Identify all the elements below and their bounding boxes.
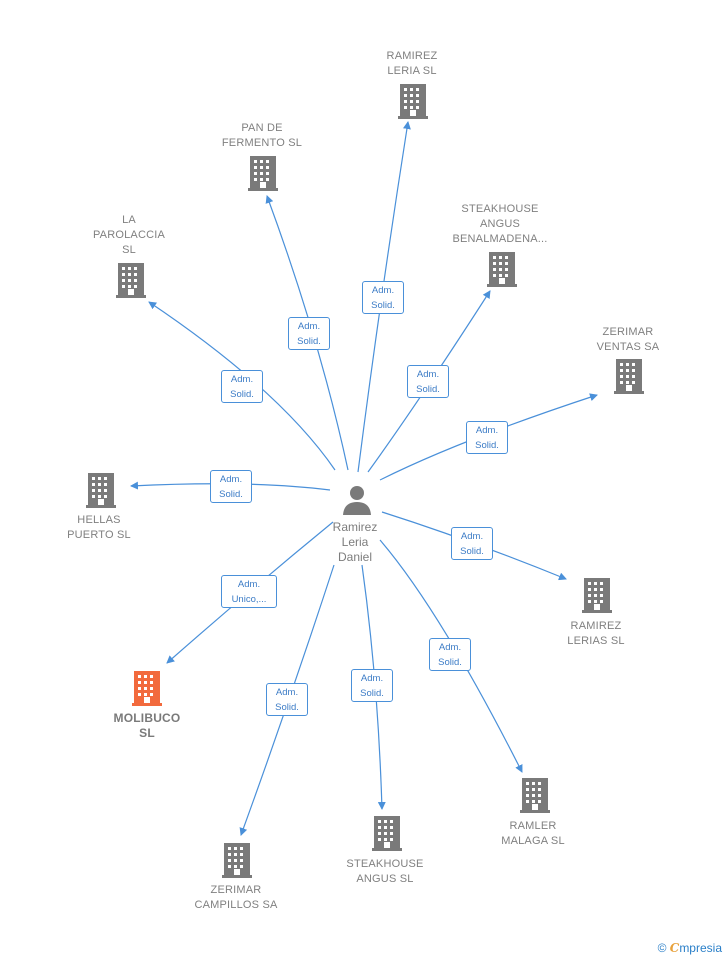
edge-label-zerimar-ventas[interactable]: Adm. Solid. <box>466 421 508 454</box>
building-icon <box>398 84 428 119</box>
person-name: Ramirez Leria Daniel <box>332 520 378 564</box>
copyright-icon: © <box>657 941 667 955</box>
company-node-ramler-malaga[interactable] <box>520 778 550 814</box>
edge-line-ramler-malaga <box>379 539 523 773</box>
company-label-zerimar-ventas[interactable]: ZERIMAR VENTAS SA <box>596 326 660 353</box>
edge-label-molibuco[interactable]: Adm. Unico,... <box>221 575 277 608</box>
company-label-ramler-malaga[interactable]: RAMLER MALAGA SL <box>501 820 565 847</box>
building-icon <box>372 816 402 851</box>
company-node-zerimar-campillos[interactable] <box>222 843 252 879</box>
edge-label-hellas-puerto[interactable]: Adm. Solid. <box>210 470 252 503</box>
company-node-ramirez-leria[interactable] <box>398 84 428 120</box>
company-label-molibuco[interactable]: MOLIBUCO SL <box>113 711 181 740</box>
building-icon <box>86 473 116 508</box>
company-node-pan-de-fermento[interactable] <box>248 156 278 192</box>
company-label-steakhouse-benalmadena[interactable]: STEAKHOUSE ANGUS BENALMADENA... <box>452 203 548 245</box>
edge-label-steakhouse-benalmadena[interactable]: Adm. Solid. <box>407 365 449 398</box>
building-icon <box>116 263 146 298</box>
company-label-hellas-puerto[interactable]: HELLAS PUERTO SL <box>67 514 131 541</box>
company-label-steakhouse-angus[interactable]: STEAKHOUSE ANGUS SL <box>346 858 424 885</box>
company-node-hellas-puerto[interactable] <box>86 473 116 509</box>
edge-label-ramirez-lerias[interactable]: Adm. Solid. <box>451 527 493 560</box>
brand-logo-initial: C <box>669 941 680 955</box>
person-icon <box>343 486 371 515</box>
edge-label-pan-de-fermento[interactable]: Adm. Solid. <box>288 317 330 350</box>
company-node-steakhouse-benalmadena[interactable] <box>487 252 517 288</box>
company-node-steakhouse-angus[interactable] <box>372 816 402 852</box>
building-icon <box>487 252 517 287</box>
building-icon <box>614 359 644 394</box>
company-label-ramirez-leria[interactable]: RAMIREZ LERIA SL <box>386 50 438 77</box>
company-label-zerimar-campillos[interactable]: ZERIMAR CAMPILLOS SA <box>194 884 278 911</box>
brand-logo-text: mpresia <box>679 941 722 955</box>
footer-brand: © Cmpresia <box>658 941 722 955</box>
edge-label-ramirez-leria[interactable]: Adm. Solid. <box>362 281 404 314</box>
company-label-ramirez-lerias[interactable]: RAMIREZ LERIAS SL <box>567 620 625 647</box>
company-label-pan-de-fermento[interactable]: PAN DE FERMENTO SL <box>221 122 303 149</box>
building-icon <box>248 156 278 191</box>
company-node-ramirez-lerias[interactable] <box>582 578 612 614</box>
edge-label-la-parolaccia[interactable]: Adm. Solid. <box>221 370 263 403</box>
company-label-la-parolaccia[interactable]: LA PAROLACCIA SL <box>92 214 166 256</box>
company-node-molibuco[interactable] <box>132 671 162 707</box>
company-node-la-parolaccia[interactable] <box>116 263 146 299</box>
building-icon <box>132 671 162 706</box>
edge-label-zerimar-campillos[interactable]: Adm. Solid. <box>266 683 308 716</box>
building-icon <box>520 778 550 813</box>
building-icon <box>582 578 612 613</box>
edge-label-ramler-malaga[interactable]: Adm. Solid. <box>429 638 471 671</box>
building-icon <box>222 843 252 878</box>
company-node-zerimar-ventas[interactable] <box>614 359 644 395</box>
person-node[interactable] <box>342 484 372 521</box>
edge-label-steakhouse-angus[interactable]: Adm. Solid. <box>351 669 393 702</box>
